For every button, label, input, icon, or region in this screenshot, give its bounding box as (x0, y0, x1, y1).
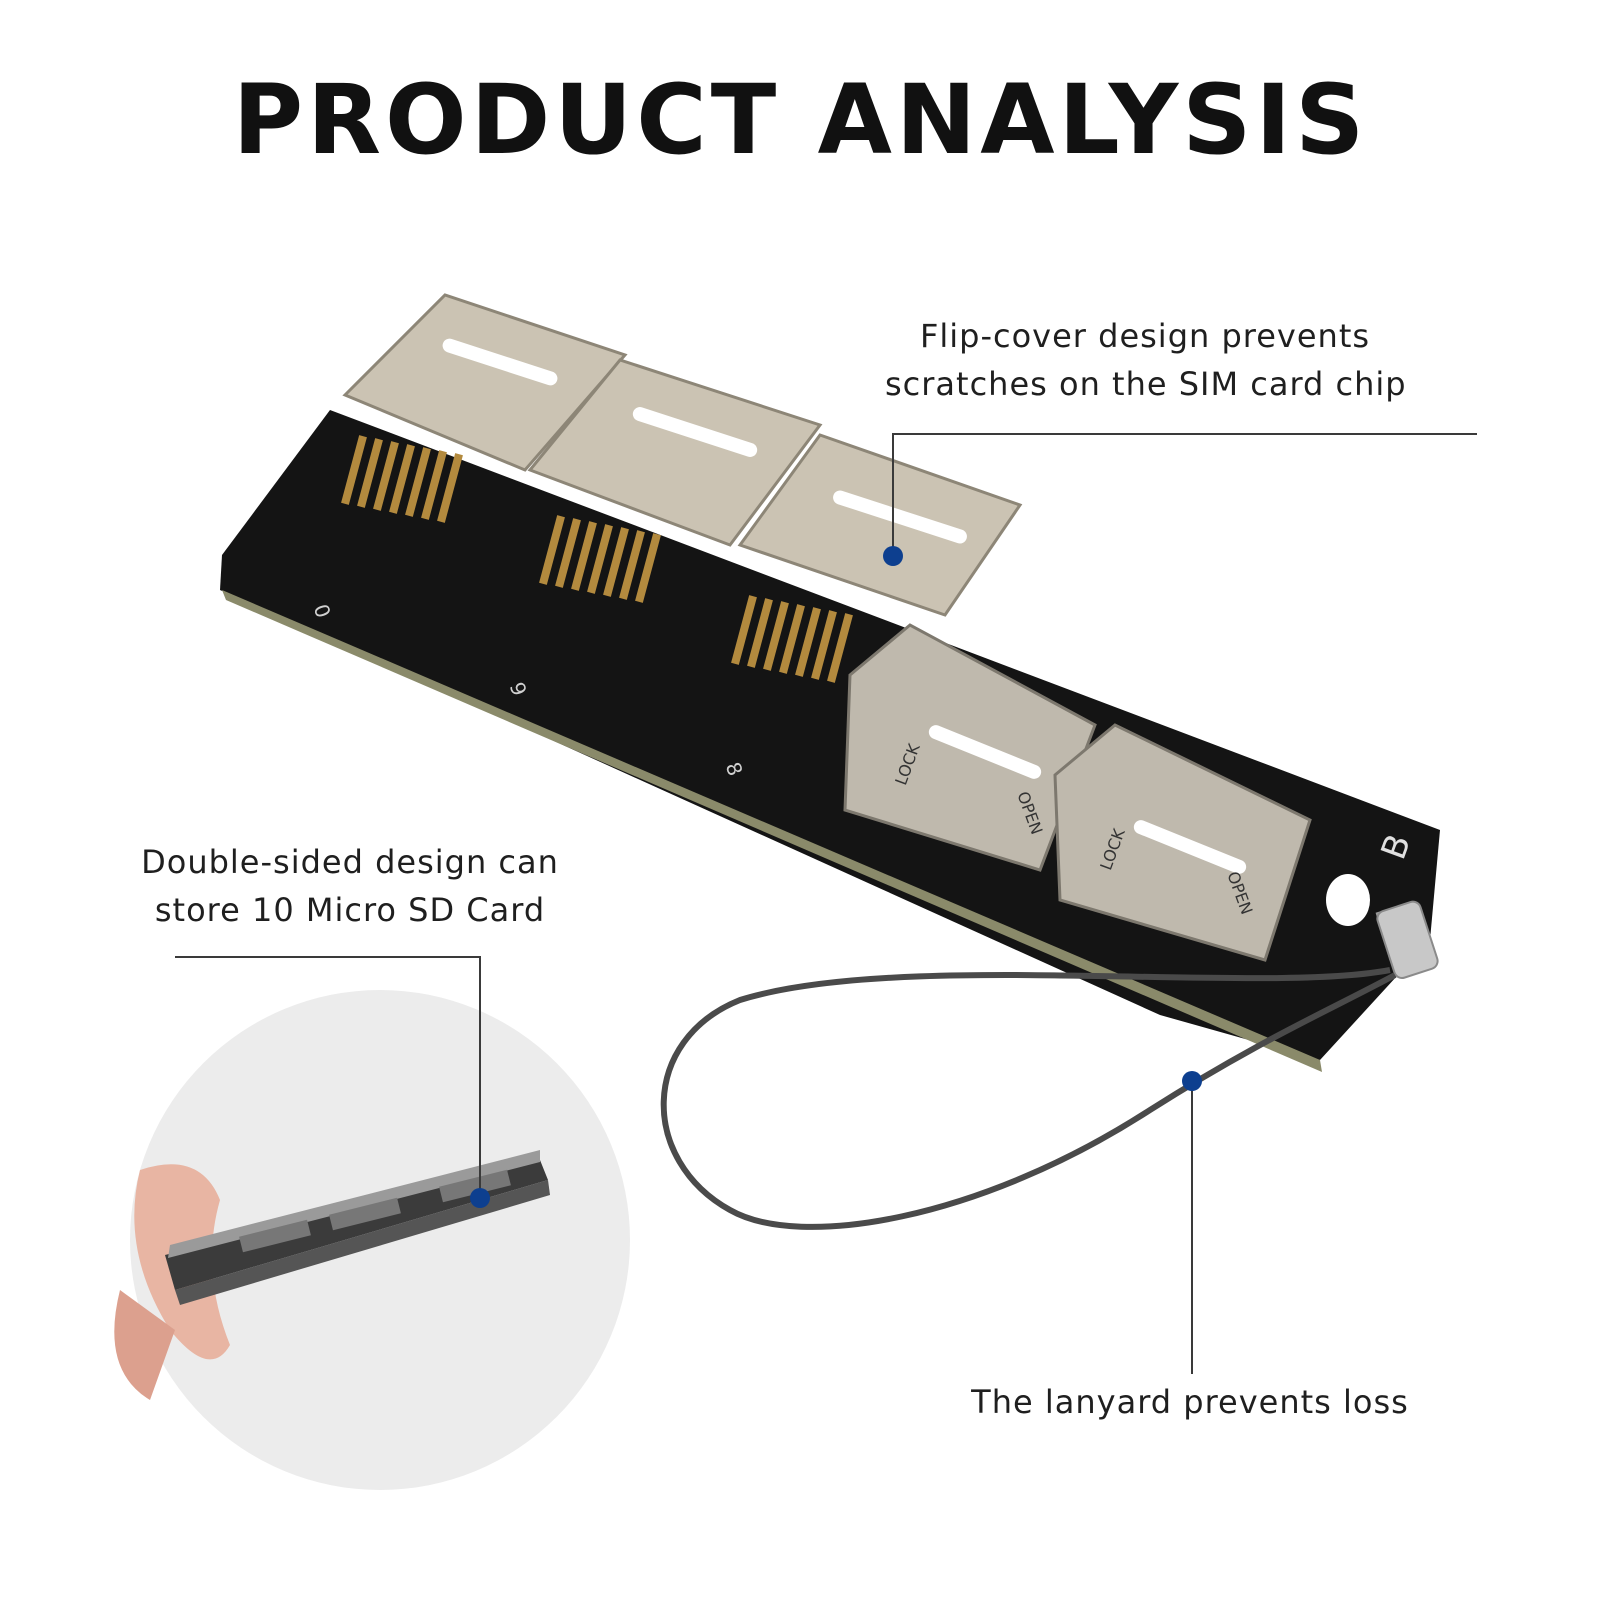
pcb-board: 0 9 8 B LOCK OPEN LOCK OPEN (220, 293, 1440, 1072)
callout-flip-cover: Flip-cover design prevents scratches on … (885, 312, 1407, 408)
callout-double-sided-line1: Double-sided design can (141, 843, 559, 881)
callout-flip-cover-line1: Flip-cover design prevents (919, 317, 1371, 355)
flip-cover-2 (527, 358, 823, 547)
flip-cover-3 (737, 433, 1023, 617)
gold-contacts (341, 435, 853, 683)
page-title: PRODUCT ANALYSIS (232, 64, 1369, 176)
callout-flip-cover-line2: scratches on the SIM card chip (885, 365, 1407, 403)
inset-photo (114, 1150, 550, 1400)
leader-double-sided (175, 956, 481, 1198)
lanyard-clasp (1376, 900, 1439, 980)
marker-dot-lanyard (1182, 1071, 1202, 1091)
leader-lines (175, 433, 1477, 1374)
marker-dot-double-sided (470, 1188, 490, 1208)
callout-double-sided-line2: store 10 Micro SD Card (154, 891, 546, 929)
flip-cover-1 (342, 293, 628, 472)
marker-dot-flip-cover (883, 546, 903, 566)
callout-double-sided: Double-sided design can store 10 Micro S… (130, 838, 570, 934)
leader-flip-cover (892, 433, 1477, 556)
callout-lanyard-line1: The lanyard prevents loss (971, 1383, 1409, 1421)
callout-lanyard: The lanyard prevents loss (960, 1378, 1420, 1426)
